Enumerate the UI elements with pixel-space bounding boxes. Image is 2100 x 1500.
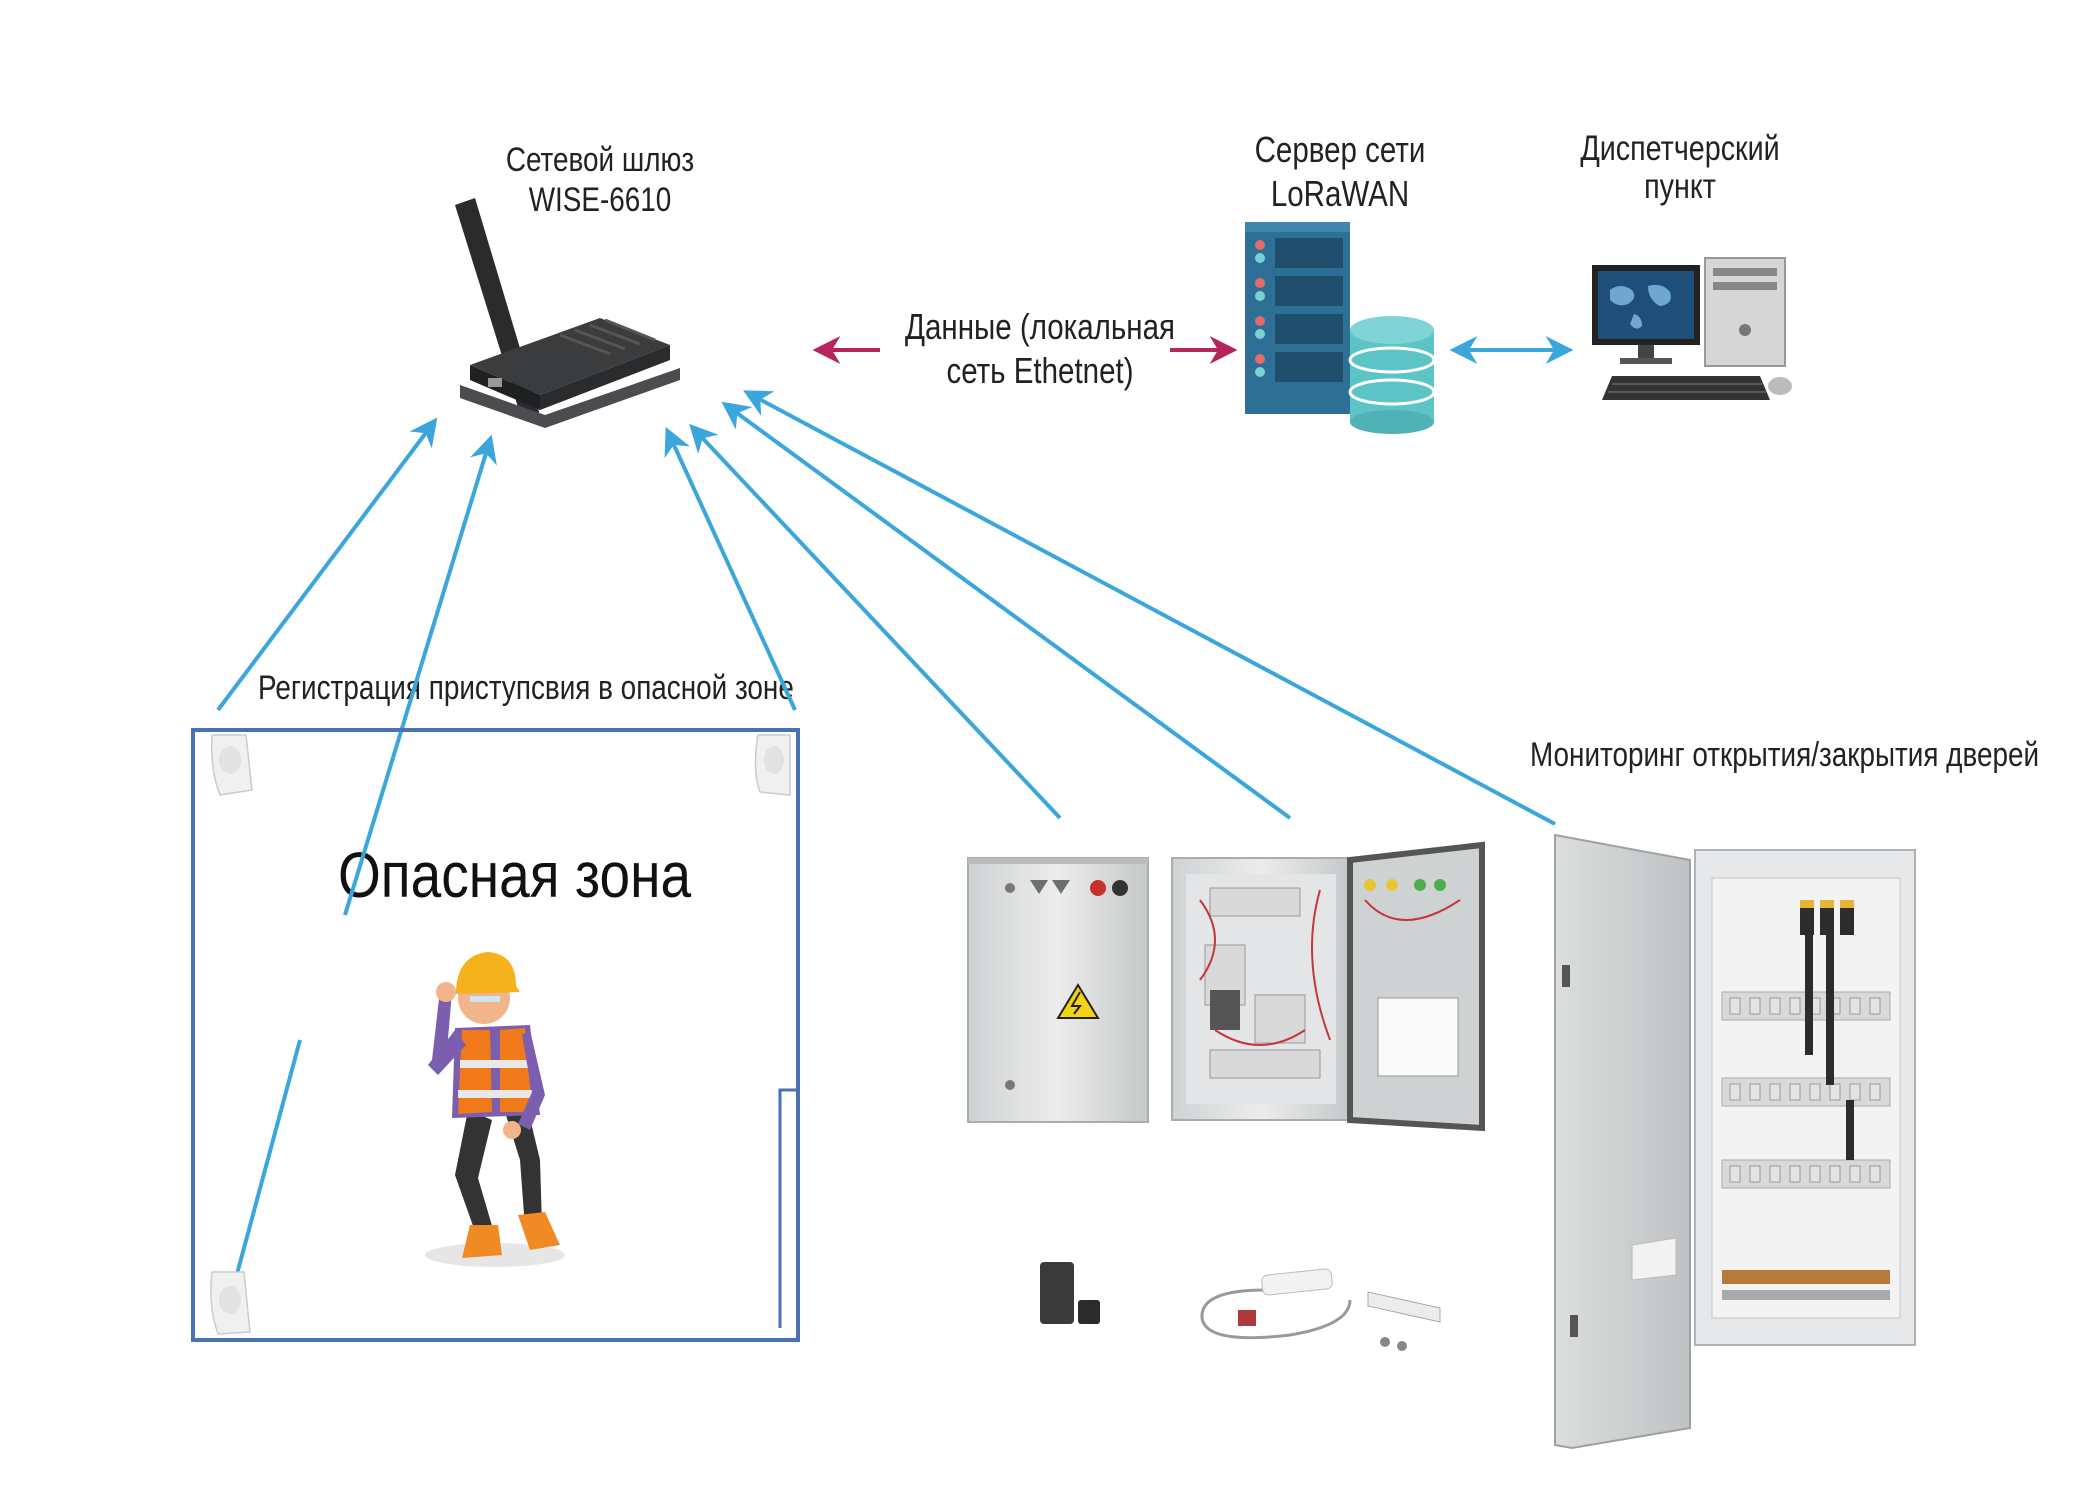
worker-figure — [425, 952, 565, 1267]
server-label-line2: LoRaWAN — [1270, 173, 1410, 214]
door-sensor-wired-icon — [1200, 1268, 1441, 1351]
electrical-cabinet-closed — [967, 857, 1149, 1123]
data-link-label: Данные (локальная сеть Ethetnet) — [892, 305, 1187, 393]
electrical-cabinet-open — [1171, 841, 1485, 1132]
gateway-label-line2: WISE-6610 — [528, 181, 672, 219]
danger-zone — [191, 728, 800, 1342]
dispatch-label-line2: пункт — [1644, 167, 1716, 206]
link-sensor-tr — [664, 426, 797, 711]
danger-zone-border — [191, 728, 800, 1342]
hard-hat-icon — [452, 952, 520, 994]
link-cabinet3 — [743, 390, 1556, 826]
danger-zone-title: Опасная зона — [338, 839, 692, 911]
presence-label: Регистрация приступсвия в опасной зоне — [258, 669, 794, 707]
gateway-label-line1: Сетевой шлюз — [505, 141, 695, 179]
gateway-label: Сетевой шлюз WISE-6610 — [477, 140, 723, 220]
link-sensor-bl-upper — [343, 434, 497, 916]
motion-sensor-icon — [210, 1271, 251, 1335]
database-icon — [1348, 316, 1436, 434]
doors-label: Мониторинг открытия/закрытия дверей — [1530, 736, 2040, 774]
link-sensor-bl-lower — [228, 1039, 302, 1301]
link-cabinet2 — [721, 401, 1292, 820]
floor-cabinet-open — [1554, 833, 1916, 1450]
high-voltage-icon — [1056, 983, 1100, 1019]
server-label: Сервер сети LoRaWAN — [1225, 128, 1455, 216]
dispatch-label: Диспетчерский пункт — [1557, 130, 1803, 206]
server-label-line1: Сервер сети — [1254, 129, 1426, 170]
door-sensor-icon — [1040, 1262, 1100, 1324]
motion-sensor-icon — [754, 734, 791, 796]
data-link-label-line2: сеть Ethetnet) — [946, 350, 1134, 391]
link-sensor-tl — [216, 417, 438, 712]
dispatch-label-line1: Диспетчерский — [1580, 129, 1780, 168]
motion-sensor-icon — [210, 734, 253, 796]
link-cabinet1 — [689, 423, 1062, 820]
computer-icon — [1592, 257, 1792, 400]
data-link-label-line1: Данные (локальная — [905, 306, 1175, 347]
gateway-device — [455, 198, 680, 428]
server-icon — [1245, 222, 1350, 414]
